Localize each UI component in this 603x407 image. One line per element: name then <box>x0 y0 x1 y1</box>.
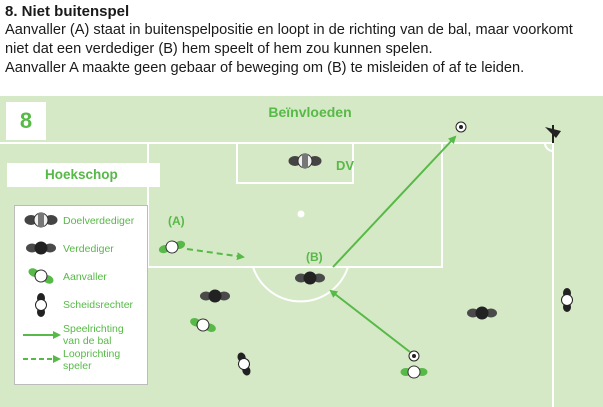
legend-run-label-line2: speler <box>63 360 92 372</box>
legend-referee-icon <box>35 293 47 317</box>
penalty-spot <box>297 210 305 218</box>
ball-icon <box>455 121 467 133</box>
legend: Doelverdediger Verdediger Aanvaller Sche… <box>14 205 148 385</box>
description-paragraph-1: Aanvaller (A) staat in buitenspelpositie… <box>5 22 573 57</box>
ball-path-arrow-to-goalarea <box>332 135 457 268</box>
legend-symbols <box>23 212 61 363</box>
legend-defender-label: Verdediger <box>63 243 114 255</box>
legend-defender-icon <box>26 241 56 255</box>
figure-number: 8 <box>6 102 46 140</box>
legend-ball-label-line1: Speelrichting <box>63 323 124 335</box>
legend-goalkeeper-icon <box>24 212 58 228</box>
corner-kick-label: Hoekschop <box>7 163 160 187</box>
legend-attacker-icon <box>28 268 54 284</box>
legend-ball-label: Speelrichting van de bal <box>63 323 124 347</box>
goalkeeper-label: DV <box>336 158 355 173</box>
defender-b-label: (B) <box>306 250 323 264</box>
legend-run-label: Looprichting speler <box>63 348 120 372</box>
attacker-a-label: (A) <box>168 214 185 228</box>
legend-referee-label: Scheidsrechter <box>63 299 134 311</box>
legend-goalkeeper-label: Doelverdediger <box>63 215 135 227</box>
figure-title: Beïnvloeden <box>268 104 352 120</box>
ball-icon <box>408 350 420 362</box>
header: 8. Niet buitenspel Aanvaller (A) staat i… <box>5 2 600 78</box>
pitch-lines <box>0 142 554 407</box>
description-paragraph-2: Aanvaller A maakte geen gebaar of bewegi… <box>5 60 525 76</box>
page-title: 8. Niet buitenspel <box>5 3 130 20</box>
legend-ball-label-line2: van de bal <box>63 335 112 347</box>
legend-run-label-line1: Looprichting <box>63 348 121 360</box>
ball-path-arrow-from-corner <box>329 289 411 353</box>
legend-attacker-label: Aanvaller <box>63 271 107 283</box>
corner-flag-icon <box>545 125 561 143</box>
